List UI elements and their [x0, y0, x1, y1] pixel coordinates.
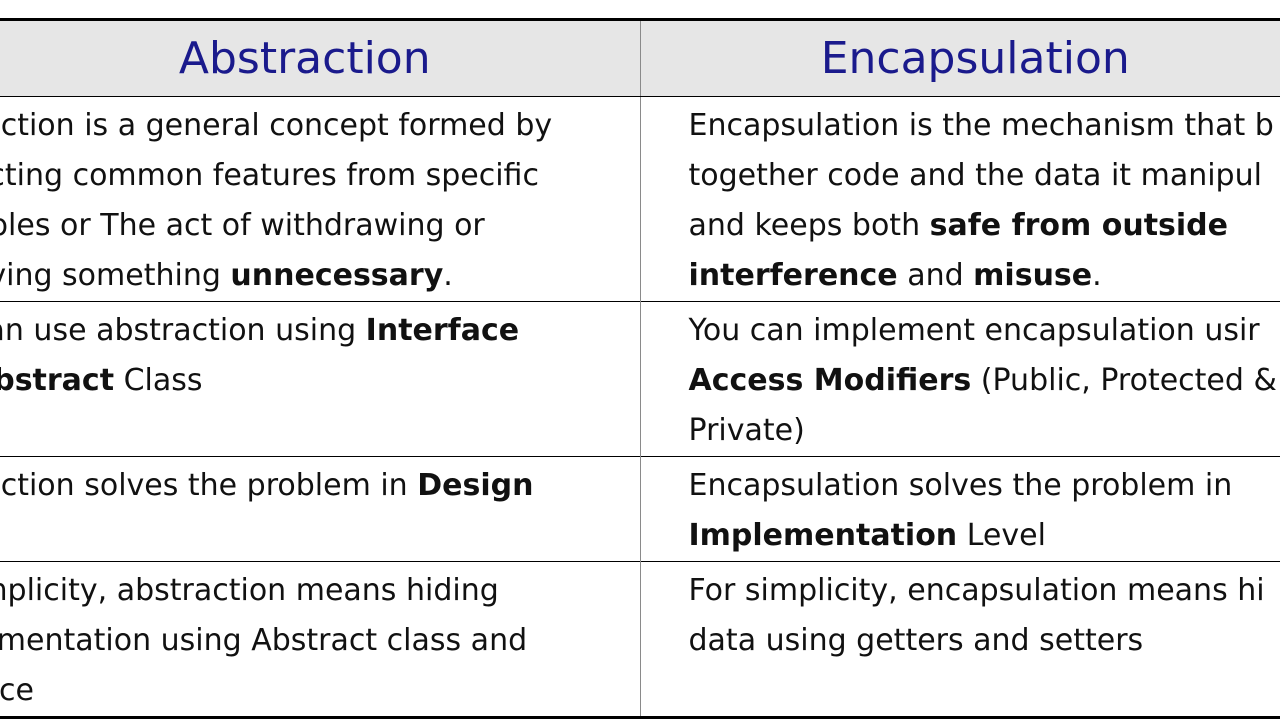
cell-text-line: lementation using Abstract class and	[0, 616, 640, 666]
bold-text: Interface	[365, 313, 520, 348]
encapsulation-cell: Encapsulation is the mechanism that b tog…	[639, 96, 1280, 302]
table-row: implicity, abstraction means hiding lemen…	[0, 561, 1280, 719]
bold-text: misuse	[973, 258, 1093, 293]
encapsulation-cell: Encapsulation solves the problem in Imple…	[639, 456, 1280, 562]
cell-text-line: For simplicity, encapsulation means hi	[641, 566, 1280, 616]
cell-text-line: Encapsulation solves the problem in	[641, 461, 1280, 511]
text-run: can use abstraction using	[0, 313, 366, 348]
table-row: can use abstraction using InterfaceAbstr…	[0, 301, 1280, 457]
cell-text-line: nples or The act of withdrawing or	[0, 201, 640, 251]
cell-text-line: Private)	[641, 406, 1280, 456]
cell-text-line: face	[0, 666, 640, 715]
bold-text: Implementation	[688, 518, 958, 553]
cell-text-line: acting common features from specific	[0, 151, 640, 201]
text-run: (Public, Protected &	[971, 363, 1277, 398]
cell-text-line: raction solves the problem in Design	[0, 461, 640, 511]
table-row: raction solves the problem in Design Enc…	[0, 456, 1280, 562]
abstraction-cell: raction is a general concept formed by ac…	[0, 96, 640, 302]
cell-text-line: Implementation Level	[641, 511, 1280, 561]
text-run: Encapsulation is the mechanism that b	[688, 108, 1274, 143]
cell-text-line: and keeps both safe from outside	[641, 201, 1280, 251]
cell-text-line: together code and the data it manipul	[641, 151, 1280, 201]
text-run: raction solves the problem in	[0, 468, 418, 503]
header-encapsulation: Encapsulation	[639, 18, 1280, 97]
cell-text-line: Access Modifiers (Public, Protected &	[641, 356, 1280, 406]
encapsulation-cell: For simplicity, encapsulation means hi da…	[639, 561, 1280, 719]
text-run: face	[0, 673, 34, 708]
bold-text: safe from outside	[929, 208, 1228, 243]
text-run: data using getters and setters	[688, 623, 1144, 658]
text-run: Encapsulation solves the problem in	[688, 468, 1233, 503]
text-run: and	[897, 258, 974, 293]
header-row: Abstraction Encapsulation	[0, 18, 1280, 97]
text-run: nples or The act of withdrawing or	[0, 208, 485, 243]
cell-text-line: raction is a general concept formed by	[0, 101, 640, 151]
abstraction-cell: raction solves the problem in Design	[0, 456, 640, 562]
text-run: .	[1092, 258, 1102, 293]
text-run: lementation using Abstract class and	[0, 623, 528, 658]
cell-text-line: implicity, abstraction means hiding	[0, 566, 640, 616]
comparison-table-container: Abstraction Encapsulation raction is a g…	[0, 18, 1280, 719]
text-run: .	[443, 258, 453, 293]
cell-text-line: Encapsulation is the mechanism that b	[641, 101, 1280, 151]
text-run: acting common features from specific	[0, 158, 539, 193]
text-run: implicity, abstraction means hiding	[0, 573, 499, 608]
text-run: raction is a general concept formed by	[0, 108, 553, 143]
text-run: oving something	[0, 258, 221, 293]
text-run: together code and the data it manipul	[688, 158, 1262, 193]
cell-text-line: You can implement encapsulation usir	[641, 306, 1280, 356]
cell-text-line: interference and misuse.	[641, 251, 1280, 301]
bold-text: Design	[417, 468, 534, 503]
text-run: For simplicity, encapsulation means hi	[688, 573, 1265, 608]
text-run: and keeps both	[688, 208, 930, 243]
bold-text: Access Modifiers	[688, 363, 972, 398]
text-run: Class	[114, 363, 203, 398]
header-abstraction: Abstraction	[0, 18, 640, 97]
text-run: Level	[957, 518, 1046, 553]
bold-text: Abstract	[0, 363, 115, 398]
cell-text-line: Abstract Class	[0, 356, 640, 406]
abstraction-cell: can use abstraction using InterfaceAbstr…	[0, 301, 640, 457]
bold-text: interference	[688, 258, 898, 293]
text-run: You can implement encapsulation usir	[688, 313, 1260, 348]
table-row: raction is a general concept formed by ac…	[0, 96, 1280, 302]
bold-text: unnecessary	[230, 258, 444, 293]
cell-text-line: data using getters and setters	[641, 616, 1280, 666]
comparison-table: Abstraction Encapsulation raction is a g…	[0, 18, 1280, 719]
text-run: Private)	[688, 413, 805, 448]
cell-text-line: can use abstraction using Interface	[0, 306, 640, 356]
abstraction-cell: implicity, abstraction means hiding lemen…	[0, 561, 640, 719]
cell-text-line: oving something unnecessary.	[0, 251, 640, 301]
